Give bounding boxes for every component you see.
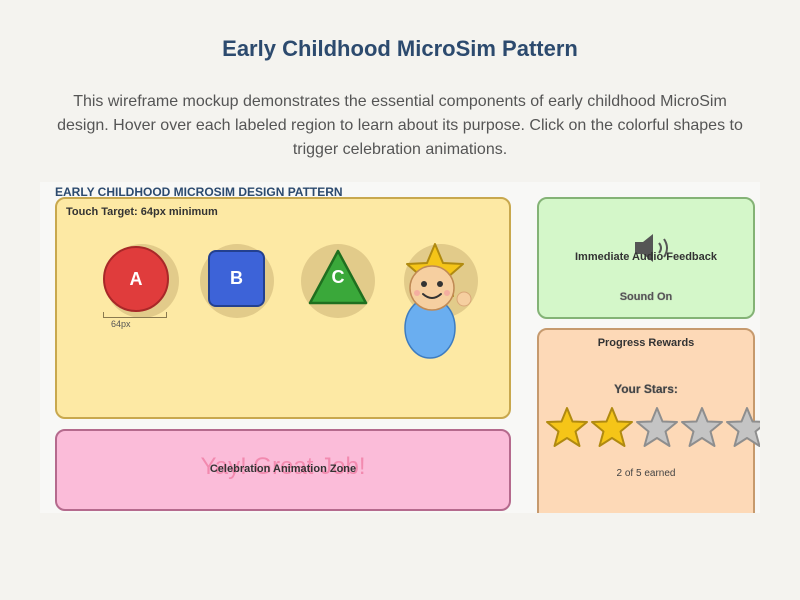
celebration-message: Yay! Great Job! <box>200 453 366 480</box>
star-empty-icon <box>681 407 723 447</box>
shape-a-button[interactable]: A <box>103 246 169 312</box>
size-measure-bracket <box>103 312 167 318</box>
sound-status[interactable]: Sound On <box>619 291 673 303</box>
star-earned-icon <box>546 407 588 447</box>
star-earned-icon <box>591 407 633 447</box>
star-empty-icon <box>726 407 760 447</box>
shape-c-label: C <box>331 267 345 287</box>
celebration-zone-label: Celebration Animation Zone <box>209 463 357 475</box>
size-measure-label: 64px <box>111 319 131 329</box>
star-row <box>545 406 760 450</box>
microsim-canvas: EARLY CHILDHOOD MICROSIM DESIGN PATTERN … <box>40 182 760 513</box>
progress-rewards-label: Progress Rewards <box>597 337 695 349</box>
diagram-title: EARLY CHILDHOOD MICROSIM DESIGN PATTERN <box>55 185 343 199</box>
progress-rewards-zone: Progress Rewards Your Stars: 2 of 5 earn… <box>537 328 760 513</box>
page-title: Early Childhood MicroSim Pattern <box>222 36 578 61</box>
triangle-icon <box>308 249 368 305</box>
stars-heading: Your Stars: <box>614 382 678 396</box>
stars-earned-text: 2 of 5 earned <box>616 468 676 479</box>
shape-b-label: B <box>230 268 243 288</box>
celebration-animation-zone: Yay! Great Job! Celebration Animation Zo… <box>55 429 511 511</box>
shape-c-button[interactable]: C <box>307 248 369 306</box>
audio-feedback-zone[interactable]: Immediate Audio Feedback Sound On <box>537 197 755 319</box>
touch-target-zone[interactable]: Touch Target: 64px minimum A B C 64px <box>55 197 511 419</box>
mascot-character[interactable] <box>397 242 487 362</box>
shape-b-button[interactable]: B <box>208 250 265 307</box>
touch-target-label: Touch Target: 64px minimum <box>66 206 218 218</box>
shape-a-label: A <box>129 268 143 289</box>
audio-feedback-label: Immediate Audio Feedback <box>574 251 718 263</box>
star-empty-icon <box>636 407 678 447</box>
intro-text: This wireframe mockup demonstrates the e… <box>57 93 743 158</box>
speaker-icon[interactable] <box>633 232 677 264</box>
